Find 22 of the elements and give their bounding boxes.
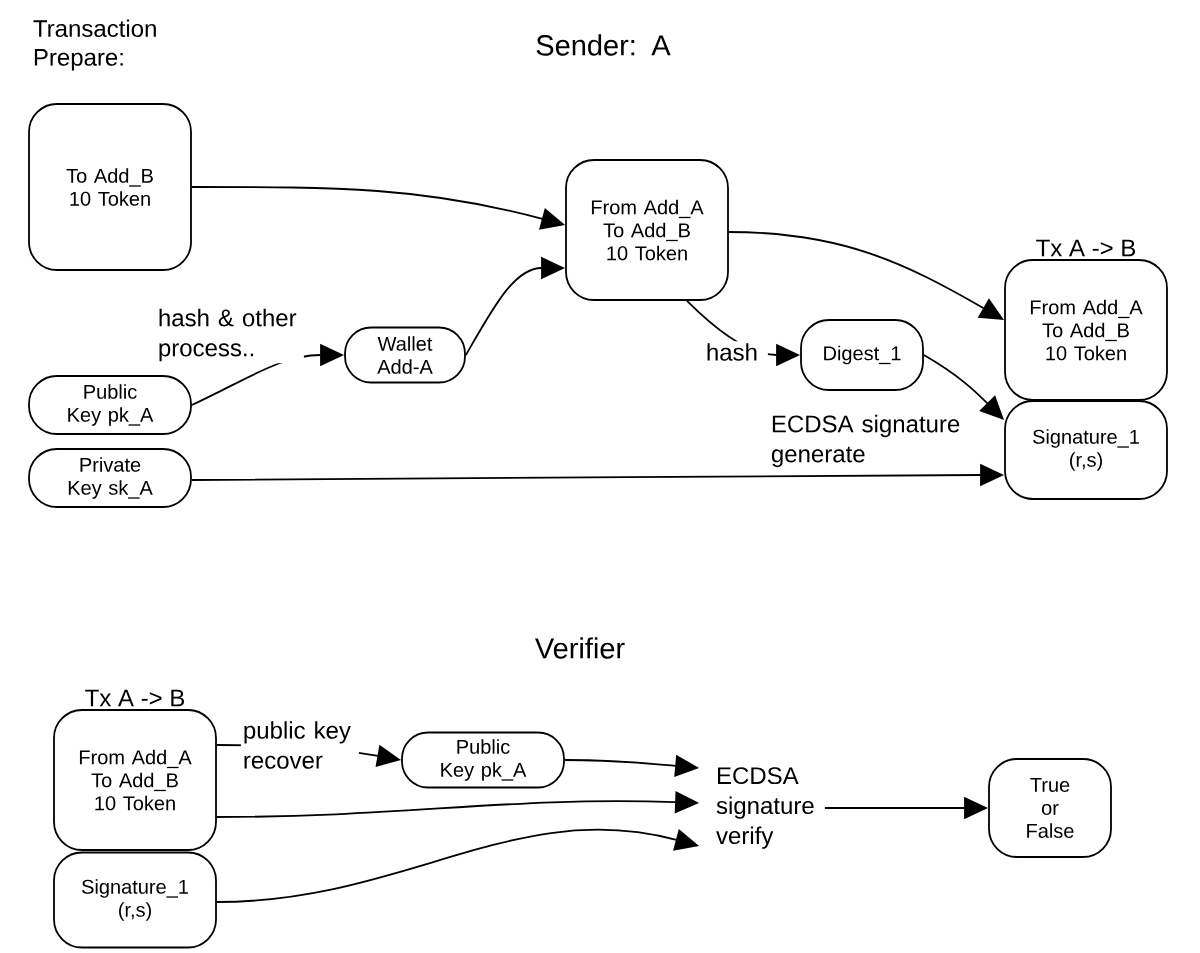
rounded-box: From Add_A To Add_B 10 Token xyxy=(1004,259,1168,401)
pill-box: Public Key pk_A xyxy=(401,731,565,789)
edge-label: hash & other process.. xyxy=(155,306,304,364)
box-heading: Tx A -> B xyxy=(85,689,185,707)
rounded-box: Digest_1 xyxy=(800,319,924,391)
rounded-box: Signature_1 (r,s) xyxy=(53,851,217,949)
rounded-box: To Add_B 10 Token xyxy=(28,103,192,271)
heading: Verifier xyxy=(535,637,625,659)
rounded-box: From Add_A To Add_B 10 Token xyxy=(53,709,217,851)
heading: Sender: A xyxy=(536,34,671,56)
edge-label: hash xyxy=(703,341,768,363)
edge-label: public key recover xyxy=(240,719,359,771)
rounded-box: True or False xyxy=(988,758,1112,858)
box-heading: Tx A -> B xyxy=(1036,239,1136,257)
rounded-box: Signature_1 (r,s) xyxy=(1004,400,1168,500)
pill-box: Wallet Add-A xyxy=(344,326,466,384)
process-label: ECDSA signature verify xyxy=(716,767,814,849)
rounded-box: From Add_A To Add_B 10 Token xyxy=(565,159,729,301)
pill-box: Private Key sk_A xyxy=(28,448,192,508)
pill-box: Public Key pk_A xyxy=(28,375,192,435)
edge-label: ECDSA signature generate xyxy=(768,412,967,470)
heading: Transaction Prepare: xyxy=(33,19,156,71)
